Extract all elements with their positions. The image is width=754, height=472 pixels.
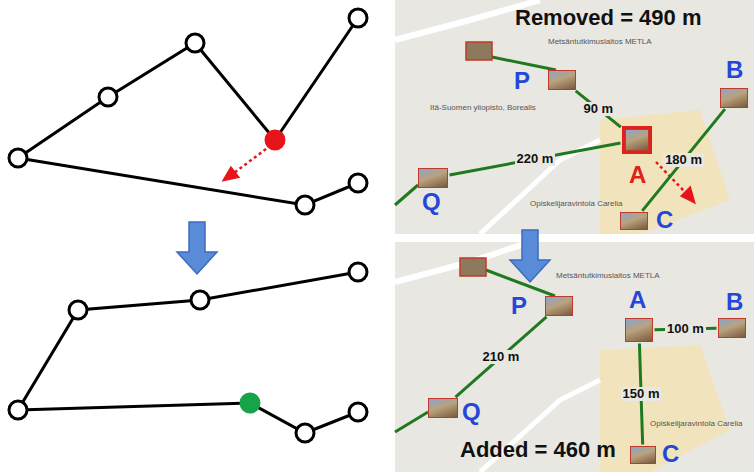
photo-thumbnail — [418, 168, 448, 188]
photo-thumbnail — [545, 296, 573, 316]
road — [480, 140, 600, 234]
vertex — [99, 88, 117, 106]
arrow-head — [224, 168, 238, 180]
down-arrow — [177, 222, 217, 274]
place-letter: P — [514, 69, 530, 93]
vertex — [9, 149, 27, 167]
route-line — [455, 317, 546, 397]
map-label: Itä-Suomen yliopisto, Borealis — [430, 104, 536, 113]
place-letter: C — [656, 208, 673, 232]
step-arrow — [177, 222, 550, 282]
move-arrow — [224, 149, 694, 202]
map-label: Opiskelijaravintola Carelia — [650, 420, 742, 429]
photo-marker: C — [620, 212, 648, 230]
place-letter: A — [629, 163, 646, 187]
vertex — [296, 196, 314, 214]
map-panel — [395, 0, 754, 234]
photo-marker: P — [545, 296, 573, 316]
photo-thumbnail — [625, 129, 649, 151]
place-letter: Q — [462, 400, 481, 424]
map-panel — [395, 242, 754, 472]
photo-marker: B — [718, 318, 746, 338]
extra-route — [395, 57, 556, 432]
place-letter: B — [726, 58, 743, 82]
distance-label: 100 m — [665, 322, 706, 337]
vertex — [349, 263, 367, 281]
distance-label: 220 m — [515, 152, 556, 167]
route-line — [395, 185, 418, 205]
down-arrow — [510, 230, 550, 282]
map-background — [395, 0, 754, 472]
map-label: Metsäntutkimuslaitos METLA — [548, 38, 652, 47]
route-line — [486, 270, 555, 296]
distance-label: 210 m — [481, 350, 522, 365]
total-removed: Removed = 490 m — [515, 6, 701, 30]
road — [395, 242, 530, 282]
place-letter: P — [511, 294, 527, 318]
photo-thumbnail — [625, 318, 653, 342]
vertex — [349, 403, 367, 421]
extra-photos — [460, 42, 492, 276]
vertex — [349, 174, 367, 192]
total-added: Added = 460 m — [460, 438, 616, 462]
distance-label: 150 m — [621, 387, 662, 402]
route-connector — [455, 317, 546, 397]
graph-vertices — [9, 9, 367, 442]
place-letter: Q — [422, 190, 441, 214]
photo-marker: Q — [418, 168, 448, 188]
route-connector — [576, 91, 621, 127]
abstract-graph — [18, 18, 358, 433]
route-line — [642, 109, 725, 211]
route-line — [395, 412, 428, 432]
vertex — [69, 301, 87, 319]
photo-thumbnail — [548, 70, 576, 90]
route-line — [576, 91, 621, 127]
photo-thumbnail — [428, 398, 458, 418]
graph-path — [18, 18, 358, 158]
photo-marker: C — [630, 446, 656, 464]
vertex — [191, 291, 209, 309]
photo-marker: B — [720, 88, 748, 108]
photo-thumbnail — [630, 446, 656, 464]
vertex — [296, 424, 314, 442]
photo-thumbnail — [720, 88, 748, 108]
map-label: Metsäntutkimuslaitos METLA — [556, 272, 660, 281]
place-letter: B — [726, 290, 743, 314]
arrow-head — [682, 188, 694, 202]
route-line — [449, 143, 620, 175]
distance-label: 90 m — [581, 102, 615, 117]
campus-area — [600, 110, 730, 234]
route-connector — [642, 109, 725, 211]
photo-thumbnail — [718, 318, 746, 338]
map-label: Opiskelijaravintola Carelia — [530, 200, 622, 209]
photo-thumbnail — [620, 212, 648, 230]
vertex — [9, 401, 27, 419]
graph-path — [18, 272, 358, 410]
removed-vertex — [266, 131, 284, 149]
photo-marker: A — [622, 126, 652, 154]
campus-area — [600, 345, 730, 472]
photo-thumbnail — [460, 258, 486, 276]
place-letter: C — [662, 442, 679, 466]
vertex — [349, 9, 367, 27]
distance-label: 180 m — [663, 153, 704, 168]
inserted-vertex — [241, 394, 259, 412]
route-connector — [449, 143, 620, 175]
photo-marker: P — [548, 70, 576, 90]
dashed-arrow — [234, 149, 266, 173]
photo-marker: Q — [428, 398, 458, 418]
vertex — [186, 34, 204, 52]
place-letter: A — [629, 288, 646, 312]
photo-marker: A — [625, 318, 653, 342]
photo-thumbnail — [466, 42, 492, 60]
